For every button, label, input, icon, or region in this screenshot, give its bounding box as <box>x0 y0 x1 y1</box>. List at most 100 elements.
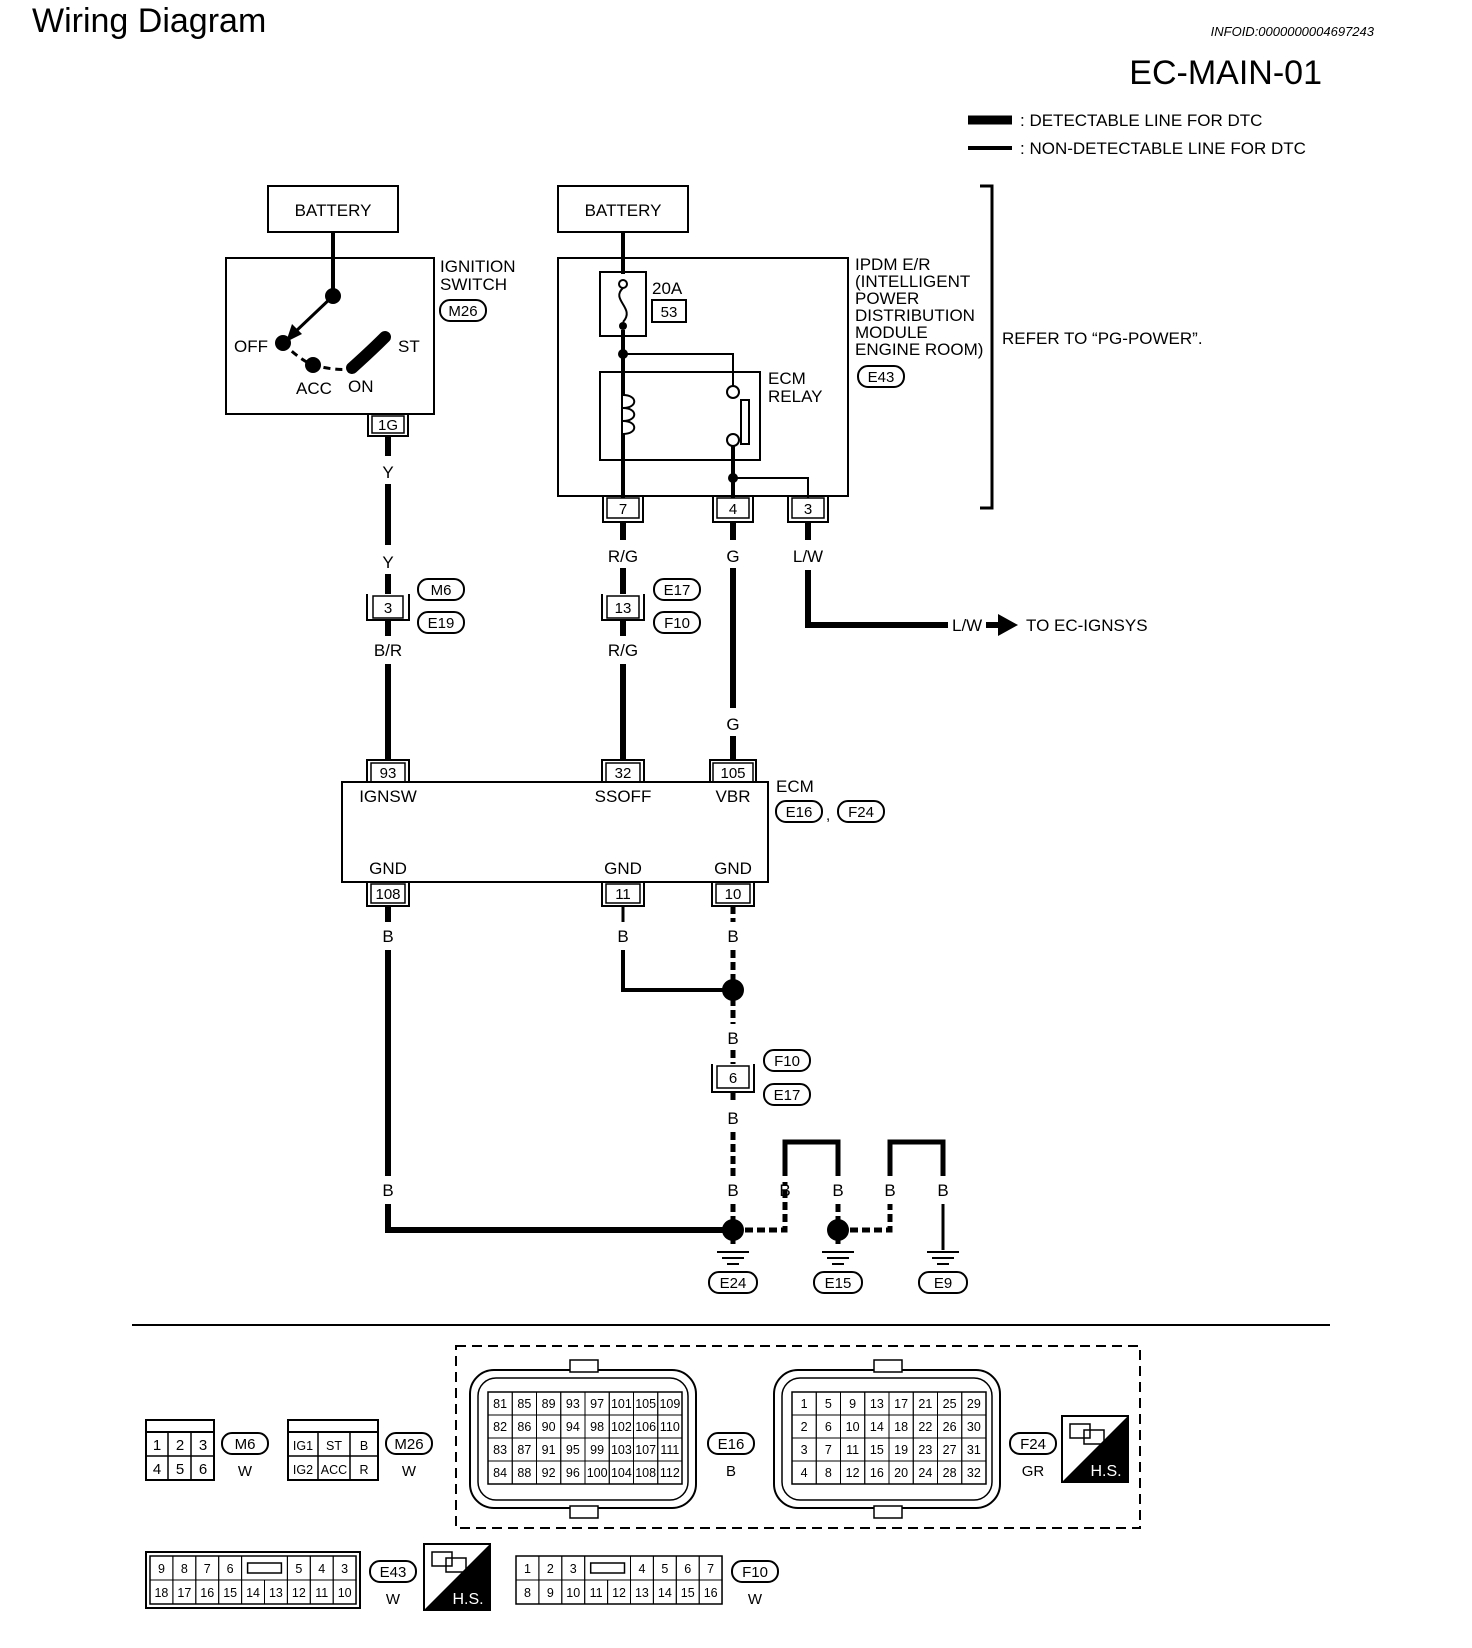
relay-name1: ECM <box>768 369 806 388</box>
e16-pin: 90 <box>542 1420 556 1434</box>
f24-pin: 22 <box>918 1420 932 1434</box>
ipdm-line-5: MODULE <box>855 323 928 342</box>
f10-pin: 10 <box>566 1586 580 1600</box>
wire-lw-2: L/W <box>952 616 982 635</box>
f10-pin: 4 <box>638 1562 645 1576</box>
f24-pin: 11 <box>846 1443 859 1457</box>
svg-text:W: W <box>748 1591 763 1608</box>
svg-text:1: 1 <box>153 1437 161 1454</box>
ign-name1: IGNITION <box>440 257 516 276</box>
f10-pin: 5 <box>661 1562 668 1576</box>
f24-pin: 7 <box>825 1443 832 1457</box>
e43-pin: 5 <box>295 1562 302 1576</box>
f24-pin: 25 <box>943 1397 957 1411</box>
f24-pin: 18 <box>894 1420 908 1434</box>
svg-text:E9: E9 <box>934 1275 952 1292</box>
harness-side-icon-2: H.S. <box>423 1543 491 1611</box>
e16-pin: 109 <box>659 1397 680 1411</box>
ipdm-line-2: (INTELLIGENT <box>855 272 970 291</box>
svg-text:B: B <box>360 1439 368 1453</box>
ground-e24: E24 <box>708 1251 758 1294</box>
f24-pin: 28 <box>943 1466 957 1480</box>
svg-text:1G: 1G <box>378 417 398 434</box>
ipdm-line-4: DISTRIBUTION <box>855 306 975 325</box>
f24-pin: 26 <box>943 1420 957 1434</box>
ecm-code-2: F24 <box>848 804 874 821</box>
ign-on-label: ON <box>348 377 374 396</box>
e16-pin: 81 <box>493 1397 507 1411</box>
wire-b-g4: B <box>937 1181 948 1200</box>
connector-m6: 1 2 3 4 5 6 M6 W <box>145 1419 269 1481</box>
ecm-vbr: VBR <box>716 787 751 806</box>
wire-b-right-2: B <box>727 1029 738 1048</box>
f10-pin: 14 <box>658 1586 672 1600</box>
e16-pin: 86 <box>517 1420 531 1434</box>
ecm-gnd-2: GND <box>604 859 642 878</box>
svg-text:3: 3 <box>804 501 812 518</box>
svg-text:E24: E24 <box>720 1275 747 1292</box>
svg-text:105: 105 <box>720 765 745 782</box>
svg-text:E43: E43 <box>380 1564 407 1581</box>
f24-pin: 2 <box>801 1420 808 1434</box>
wire-g-1: G <box>726 547 739 566</box>
svg-text:3: 3 <box>384 600 392 617</box>
svg-text:2: 2 <box>176 1437 184 1454</box>
svg-text:ACC: ACC <box>321 1463 347 1477</box>
ground-e9: E9 <box>918 1251 968 1294</box>
e43-pin: 6 <box>227 1562 234 1576</box>
ecm-ignsw: IGNSW <box>359 787 417 806</box>
svg-text:3: 3 <box>199 1437 207 1454</box>
connector-m26: IG1 ST B IG2 ACC R M26 W <box>287 1419 433 1481</box>
svg-text:6: 6 <box>729 1070 737 1087</box>
svg-text:6: 6 <box>199 1461 207 1478</box>
legend-thick-text: : DETECTABLE LINE FOR DTC <box>1020 111 1262 130</box>
f10-pin: 8 <box>524 1586 531 1600</box>
wire-g-2: G <box>726 715 739 734</box>
battery-left: BATTERY <box>267 185 399 233</box>
e43-pin: 3 <box>341 1562 348 1576</box>
svg-text:E17: E17 <box>774 1087 801 1104</box>
svg-text:5: 5 <box>176 1461 184 1478</box>
wire-lw-1: L/W <box>793 547 823 566</box>
ipdm-line-1: IPDM E/R <box>855 255 931 274</box>
f24-pin: 29 <box>967 1397 981 1411</box>
ecm: IGNSW SSOFF VBR GND GND GND ECM E16 , F2… <box>341 777 885 883</box>
wire-b-left-1: B <box>382 927 393 946</box>
e43-pin: 10 <box>338 1586 352 1600</box>
e16-pin: 106 <box>635 1420 656 1434</box>
ecm-gnd-3: GND <box>714 859 752 878</box>
diagram-code: EC-MAIN-01 <box>1129 54 1322 92</box>
e43-pin: 7 <box>204 1562 211 1576</box>
svg-text:B: B <box>726 1463 736 1480</box>
f24-pin: 17 <box>894 1397 908 1411</box>
e16-pin: 102 <box>611 1420 632 1434</box>
e43-pin: 13 <box>269 1586 283 1600</box>
e16-pin: 82 <box>493 1420 507 1434</box>
wire-b-right-4: B <box>727 1181 738 1200</box>
f24-pin: 10 <box>846 1420 860 1434</box>
f10-pin: 1 <box>524 1562 531 1576</box>
page-title: Wiring Diagram <box>32 2 267 40</box>
f10-pin: 3 <box>570 1562 577 1576</box>
ecm-code-1: E16 <box>786 804 813 821</box>
to-ignsys: TO EC-IGNSYS <box>1026 616 1148 635</box>
f24-pin: 24 <box>918 1466 932 1480</box>
battery-left-label: BATTERY <box>295 201 372 220</box>
ecm-relay <box>599 371 761 461</box>
svg-text:E19: E19 <box>428 615 455 632</box>
f10-pin: 11 <box>590 1586 603 1600</box>
e43-pin: 17 <box>177 1586 191 1600</box>
e43-pin: 11 <box>315 1586 328 1600</box>
wire-b-g3: B <box>884 1181 895 1200</box>
f24-pin: 5 <box>825 1397 832 1411</box>
ign-st-label: ST <box>398 337 420 356</box>
e16-pin: 91 <box>542 1443 556 1457</box>
svg-text:4: 4 <box>153 1461 161 1478</box>
ecm-code-sep: , <box>826 807 830 824</box>
